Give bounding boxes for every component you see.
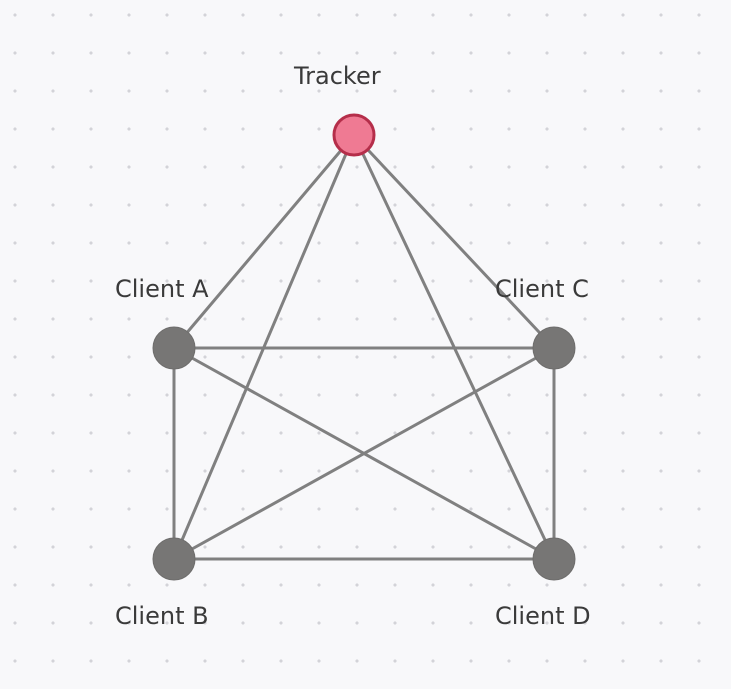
client-b-node[interactable]	[152, 537, 196, 581]
edge-layer	[172, 133, 556, 561]
client-d-node[interactable]	[532, 537, 576, 581]
tracker-label: Tracker	[294, 62, 381, 90]
tracker-node[interactable]	[332, 113, 376, 157]
node-layer	[152, 113, 576, 581]
client-d-label: Client D	[495, 602, 591, 630]
edge-tracker-to-client-c	[352, 133, 556, 350]
client-c-label: Client C	[495, 275, 589, 303]
edge-tracker-to-client-a	[172, 133, 356, 350]
client-a-node[interactable]	[152, 326, 196, 370]
client-b-label: Client B	[115, 602, 209, 630]
client-a-label: Client A	[115, 275, 209, 303]
edge-client-b-to-client-c	[172, 346, 556, 561]
client-c-node[interactable]	[532, 326, 576, 370]
